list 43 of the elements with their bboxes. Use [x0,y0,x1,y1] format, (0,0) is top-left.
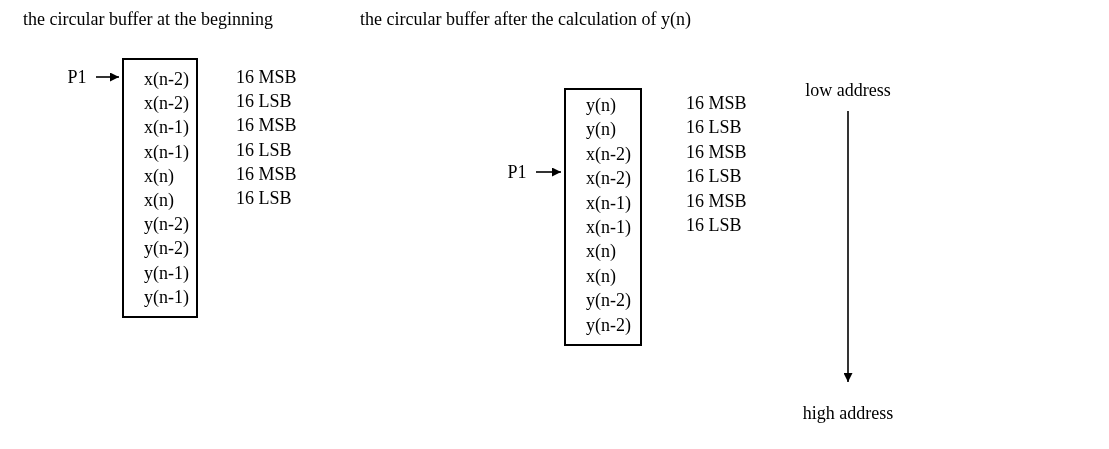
buffer-entry: x(n-1) [586,216,631,238]
buffer-entry: y(n-2) [144,237,189,260]
buffer-entry: x(n) [586,240,616,263]
buffer-entry: x(n) [144,189,174,211]
address-label: low address [800,79,896,101]
buffer-entry: y(n) [586,94,616,116]
buffer-entry: x(n-2) [144,92,189,115]
buffer-entry: x(n-2) [144,68,189,90]
bit-label: 16 MSB [686,92,747,114]
buffer-entry: y(n-1) [144,261,189,284]
heading: the circular buffer at the beginning [23,8,274,30]
buffer-entry: x(n-2) [586,142,631,165]
address-label: high address [795,402,901,424]
bit-label: 16 LSB [236,90,292,113]
buffer-entry: x(n-1) [144,116,189,139]
buffer-entry: x(n-1) [586,191,631,214]
arrow [95,72,120,82]
bit-label: 16 MSB [236,66,297,88]
buffer-entry: y(n-2) [586,313,631,336]
bit-label: 16 LSB [236,138,292,161]
heading: the circular buffer after the calculation of y(n) [360,8,691,30]
buffer-entry: x(n-1) [144,140,189,163]
bit-label: 16 LSB [686,165,742,188]
bit-label: 16 MSB [236,114,297,137]
buffer-entry: x(n) [586,264,616,287]
buffer-box [122,58,198,318]
pointer-label: P1 [502,161,532,183]
bit-label: 16 LSB [686,116,742,139]
bit-label: 16 LSB [686,214,742,236]
buffer-entry: y(n) [586,118,616,141]
pointer-label: P1 [62,66,92,88]
arrow [535,167,562,177]
bit-label: 16 MSB [236,162,297,185]
buffer-entry: x(n-2) [586,167,631,190]
buffer-entry: x(n) [144,164,174,187]
buffer-entry: y(n-2) [586,289,631,312]
bit-label: 16 MSB [686,189,747,212]
buffer-entry: y(n-2) [144,213,189,236]
buffer-box [564,88,642,346]
arrow [843,110,853,383]
bit-label: 16 LSB [236,187,292,209]
bit-label: 16 MSB [686,140,747,163]
buffer-entry: y(n-1) [144,285,189,308]
